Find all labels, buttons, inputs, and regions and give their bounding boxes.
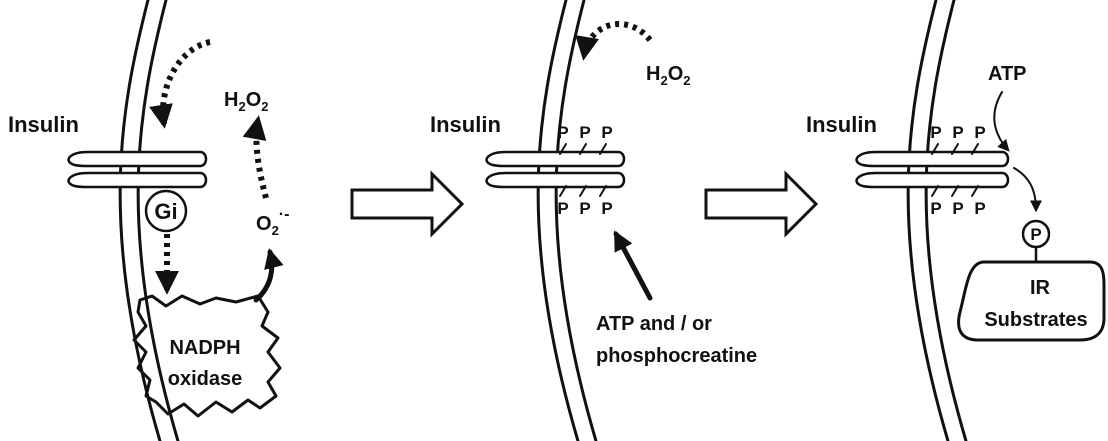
- substrates-label: Substrates: [984, 309, 1087, 331]
- h2o2-label: H2O2: [646, 63, 690, 88]
- phosphocreatine-label: phosphocreatine: [596, 345, 757, 367]
- superoxide-label: O2·-: [256, 206, 289, 238]
- insulin-label: Insulin: [8, 112, 79, 137]
- gi-label: Gi: [154, 199, 177, 224]
- nadph-label: NADPH: [169, 337, 240, 359]
- atp-label: ATP and / or: [596, 313, 712, 335]
- panel-2: Insulin P P P P P P H2O2 ATP and / or ph…: [430, 0, 757, 441]
- phosphate-circle: P: [1021, 219, 1051, 249]
- h2o2-feedback-arrow: [149, 39, 211, 129]
- phosphate-label: P: [974, 199, 985, 218]
- insulin-receptor: [485, 150, 626, 189]
- phosphate-label: P: [557, 199, 568, 218]
- atp-to-receptor-arrow: [613, 230, 653, 301]
- transition-arrow-1: [350, 170, 465, 238]
- phosphate-bottom-labels: P P P: [557, 199, 612, 218]
- h2o2-arrow: [575, 21, 653, 61]
- phosphate-label: P: [579, 199, 590, 218]
- nadph-to-superoxide-arrow: [253, 248, 284, 303]
- phosphate-ticks: [931, 143, 979, 197]
- cell-membrane: [906, 0, 968, 441]
- receptor-to-phosphate-arrow: [1013, 167, 1042, 213]
- phosphate-top-labels: P P P: [557, 123, 612, 142]
- superoxide-to-h2o2-arrow: [242, 115, 269, 199]
- h2o2-label: H2O2: [224, 89, 268, 114]
- phosphate-top-labels: P P P: [930, 123, 985, 142]
- phosphate-label: P: [557, 123, 568, 142]
- transition-arrow-2: [704, 170, 819, 238]
- phosphate-label: P: [952, 199, 963, 218]
- atp-to-receptor-arrow: [993, 91, 1010, 152]
- panel-1: Insulin Gi NADPH oxidase O2·- H2O2: [8, 0, 289, 441]
- ir-substrates: IR Substrates: [957, 260, 1106, 342]
- phosphate-label: P: [930, 123, 941, 142]
- phosphate-bottom-labels: P P P: [930, 199, 985, 218]
- oxidase-label: oxidase: [168, 368, 242, 390]
- phosphate-label: P: [952, 123, 963, 142]
- phosphate-label: P: [930, 199, 941, 218]
- insulin-label: Insulin: [806, 112, 877, 137]
- insulin-receptor: [67, 150, 208, 189]
- phosphate-ticks: [559, 143, 607, 197]
- nadph-oxidase: NADPH oxidase: [132, 294, 282, 418]
- phosphate-circle-label: P: [1030, 225, 1041, 244]
- ir-label: IR: [1030, 277, 1051, 299]
- cell-membrane: [536, 0, 598, 441]
- insulin-label: Insulin: [430, 112, 501, 137]
- phosphate-label: P: [579, 123, 590, 142]
- phosphate-label: P: [974, 123, 985, 142]
- atp-label: ATP: [988, 63, 1027, 85]
- panel-3: Insulin P P P P P P ATP P: [806, 0, 1106, 441]
- phosphate-label: P: [601, 123, 612, 142]
- gi-protein: Gi: [144, 189, 188, 233]
- insulin-receptor: [855, 150, 1010, 189]
- phosphate-label: P: [601, 199, 612, 218]
